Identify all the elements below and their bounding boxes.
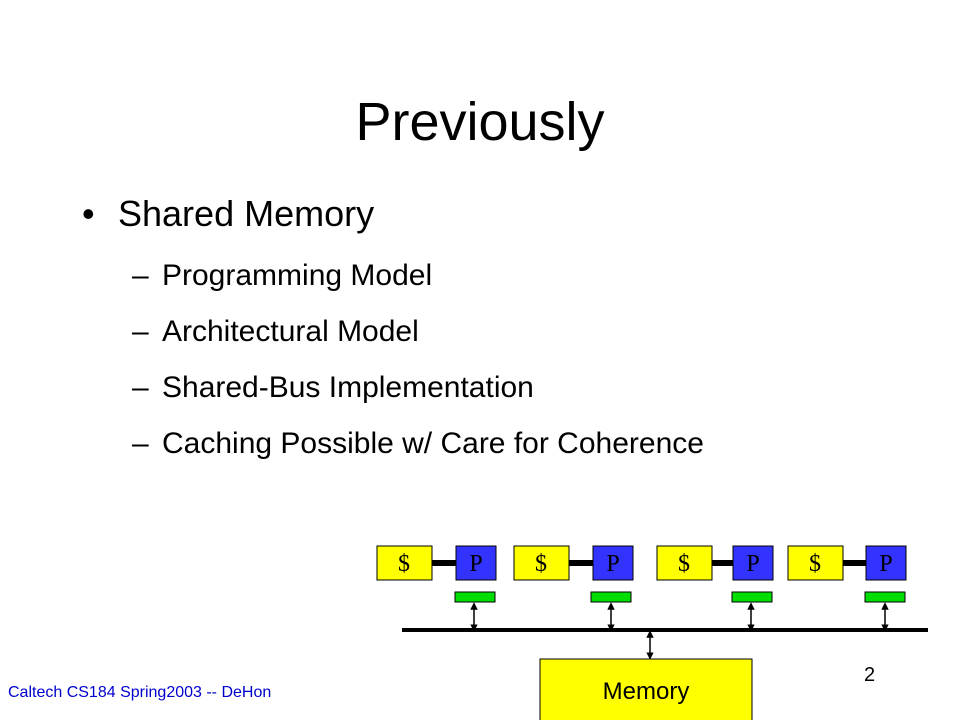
processor-label: P [746, 551, 759, 577]
bus-interface [590, 591, 632, 603]
cache-box [376, 545, 433, 581]
bullet-item: • Shared Memory [82, 190, 704, 238]
bullet-text: Shared Memory [118, 193, 375, 234]
page-number: 2 [864, 664, 876, 686]
bus-interface [454, 591, 496, 603]
sub-bullet-marker: – [132, 259, 149, 292]
sub-bullet-text: Shared-Bus Implementation [162, 371, 534, 404]
sub-bullet-text: Caching Possible w/ Care for Coherence [162, 427, 704, 460]
processor-box [455, 545, 497, 581]
bus-interface [731, 591, 773, 603]
sub-bullet-item: – Architectural Model [132, 304, 704, 360]
cache-label: $ [678, 551, 690, 577]
bullet-list: • Shared Memory – Programming Model – Ar… [82, 190, 704, 472]
sub-bullet-marker: – [132, 315, 149, 348]
bus-interface [864, 591, 906, 603]
processor-node: $ P [787, 545, 907, 632]
processor-box [865, 545, 907, 581]
sub-bullet-text: Architectural Model [162, 315, 419, 348]
sub-bullet-item: – Caching Possible w/ Care for Coherence [132, 416, 704, 472]
sub-bullet-item: – Shared-Bus Implementation [132, 360, 704, 416]
processor-node: $ P [656, 545, 774, 632]
processor-box [732, 545, 774, 581]
sub-bullet-text: Programming Model [162, 259, 433, 292]
sub-bullet-item: – Programming Model [132, 248, 704, 304]
memory-box [539, 658, 753, 720]
processor-node: $ P [513, 545, 634, 632]
cache-box [513, 545, 570, 581]
slide-title: Previously [355, 92, 605, 152]
cache-label: $ [809, 551, 821, 577]
processor-label: P [879, 551, 892, 577]
sub-bullet-marker: – [132, 371, 149, 404]
sub-bullet-marker: – [132, 427, 149, 460]
bullet-marker: • [82, 193, 95, 234]
cache-box [787, 545, 844, 581]
processor-box [592, 545, 634, 581]
cache-label: $ [535, 551, 547, 577]
memory-label: Memory [603, 678, 690, 705]
sub-bullet-list: – Programming Model – Architectural Mode… [132, 248, 704, 472]
cache-label: $ [398, 551, 410, 577]
processor-label: P [606, 551, 619, 577]
footer-text: Caltech CS184 Spring2003 -- DeHon [8, 684, 272, 701]
cache-box [656, 545, 713, 581]
processor-node: $ P [376, 545, 497, 632]
processor-label: P [469, 551, 482, 577]
